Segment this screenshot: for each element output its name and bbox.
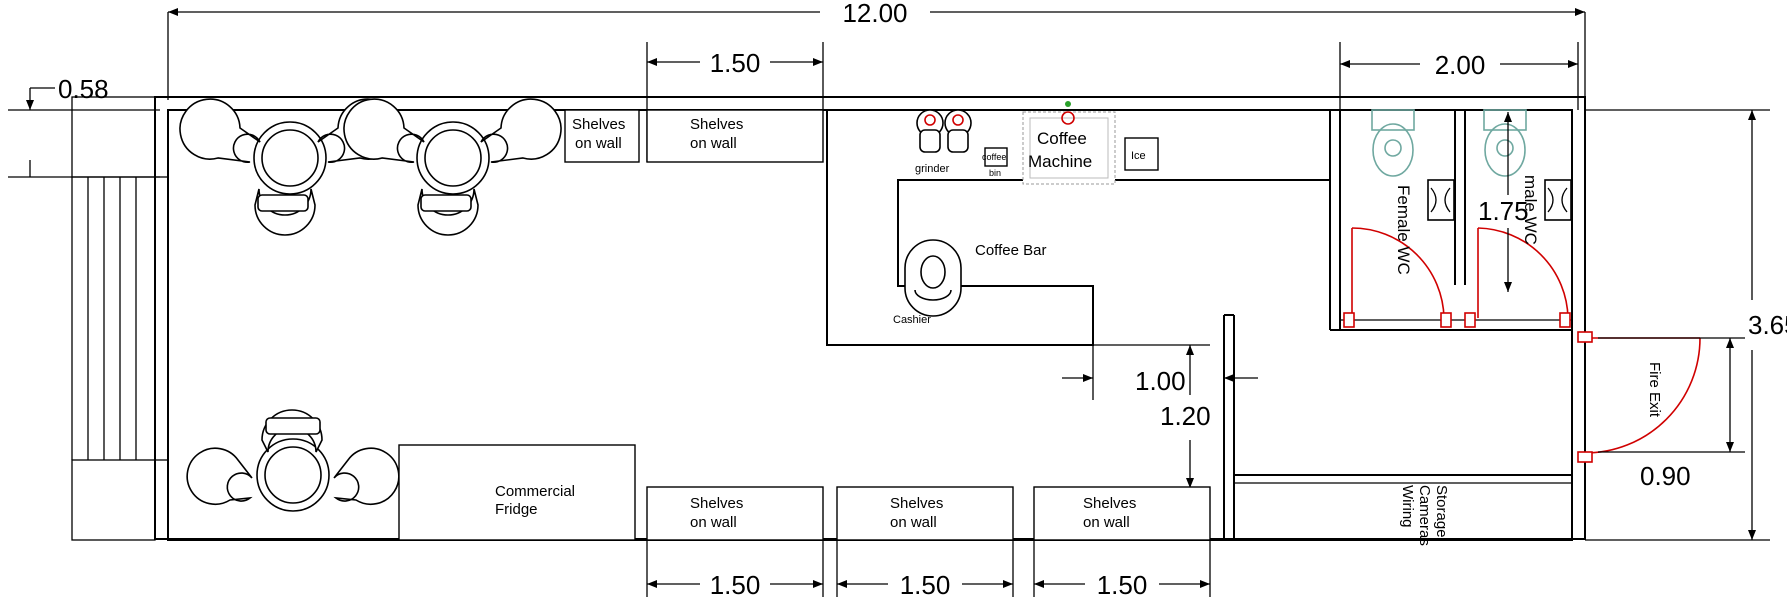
dim-wc-width-label: 2.00 (1435, 50, 1486, 80)
shelf-bottom-1-line2: on wall (690, 514, 737, 531)
table-set-3 (186, 409, 400, 512)
male-wc-label: male WC (1521, 175, 1540, 245)
wc-door-male (1464, 227, 1571, 328)
coffee-machine: Coffee Machine (1022, 101, 1116, 185)
shelf-top-large-line1: Shelves (690, 116, 743, 133)
wc-door-female (1343, 227, 1452, 328)
dim-wc-depth-label: 1.75 (1478, 196, 1529, 226)
shelf-bottom-2-line2: on wall (890, 514, 937, 531)
dim-bottom-shelf-1-label: 1.50 (710, 570, 761, 597)
grinder: grinder (915, 109, 972, 175)
coffee-bar-label: Coffee Bar (975, 242, 1046, 259)
dim-passage-length-label: 1.20 (1160, 401, 1211, 431)
shelf-bottom-3-line2: on wall (1083, 514, 1130, 531)
dim-total-width: 12.00 (167, 0, 1586, 100)
dim-bottom-shelf-2-label: 1.50 (900, 570, 951, 597)
ice-box: Ice (1124, 137, 1159, 171)
dim-right-height: 3.65 (1585, 109, 1787, 541)
dim-entrance-depth-label: 0.58 (58, 74, 109, 104)
shelf-bottom-1-line1: Shelves (690, 495, 743, 512)
wc-walls (1329, 110, 1572, 331)
dim-top-shelves: 1.50 (646, 42, 824, 162)
dim-bottom-shelf-3-label: 1.50 (1097, 570, 1148, 597)
storage-walls (1223, 314, 1572, 540)
shelf-top-large-line2: on wall (690, 135, 737, 152)
female-wc-label: Female WC (1394, 185, 1413, 275)
fridge-line1: Commercial (495, 483, 575, 500)
shelf-bottom-2-line1: Shelves (890, 495, 943, 512)
storage-line3: Wiring (1399, 485, 1416, 528)
grinder-label: grinder (915, 163, 950, 175)
dim-wc-width: 2.00 (1339, 42, 1579, 110)
toilet-female (1371, 109, 1415, 177)
sink-male (1544, 179, 1572, 221)
dim-passage-width: 1.00 (1062, 344, 1258, 400)
dim-right-height-label: 3.65 (1748, 310, 1787, 340)
dim-bottom-shelves: 1.50 1.50 1.50 (646, 540, 1211, 597)
shelf-top-small-line1: Shelves (572, 116, 625, 133)
storage-line2: Cameras (1416, 485, 1433, 546)
dim-fire-exit: 0.90 (1598, 337, 1745, 491)
cashier-label: Cashier (893, 314, 931, 326)
dim-total-width-label: 12.00 (842, 0, 907, 28)
dim-fire-exit-label: 0.90 (1640, 461, 1691, 491)
shelf-top-large: Shelves on wall (646, 109, 824, 163)
shelf-bottom-1: Shelves on wall (646, 486, 824, 541)
table-set-2 (343, 98, 562, 236)
shelf-top-small-line2: on wall (575, 135, 622, 152)
coffee-machine-line1: Coffee (1037, 129, 1087, 148)
dim-passage-length: 1.20 (1160, 345, 1211, 488)
dim-entrance-depth: 0.58 (8, 74, 160, 178)
sink-female (1427, 179, 1455, 221)
storage-line1: Storage (1433, 485, 1450, 538)
entrance-steps (71, 96, 168, 541)
coffee-machine-line2: Machine (1028, 152, 1092, 171)
cashier-figure: Cashier (893, 239, 962, 326)
dim-wc-depth: 1.75 (1478, 112, 1529, 292)
fire-exit-label: Fire Exit (1646, 362, 1663, 418)
shelf-bottom-2: Shelves on wall (836, 486, 1014, 541)
dim-top-shelves-label: 1.50 (710, 48, 761, 78)
coffee-bin-line1: coffee (982, 152, 1006, 162)
shelf-bottom-3: Shelves on wall (1033, 486, 1211, 541)
ice-label: Ice (1131, 150, 1146, 162)
dim-passage-width-label: 1.00 (1135, 366, 1186, 396)
shelf-bottom-3-line1: Shelves (1083, 495, 1136, 512)
fridge-line2: Fridge (495, 501, 538, 518)
fire-exit-door (1577, 331, 1701, 463)
coffee-bin-line2: bin (989, 168, 1001, 178)
commercial-fridge: Commercial Fridge (398, 444, 636, 541)
shelf-top-small: Shelves on wall (564, 109, 640, 163)
coffee-bar-counter (826, 109, 1331, 346)
coffee-bin: coffee bin (982, 147, 1008, 178)
toilet-male (1483, 109, 1527, 177)
